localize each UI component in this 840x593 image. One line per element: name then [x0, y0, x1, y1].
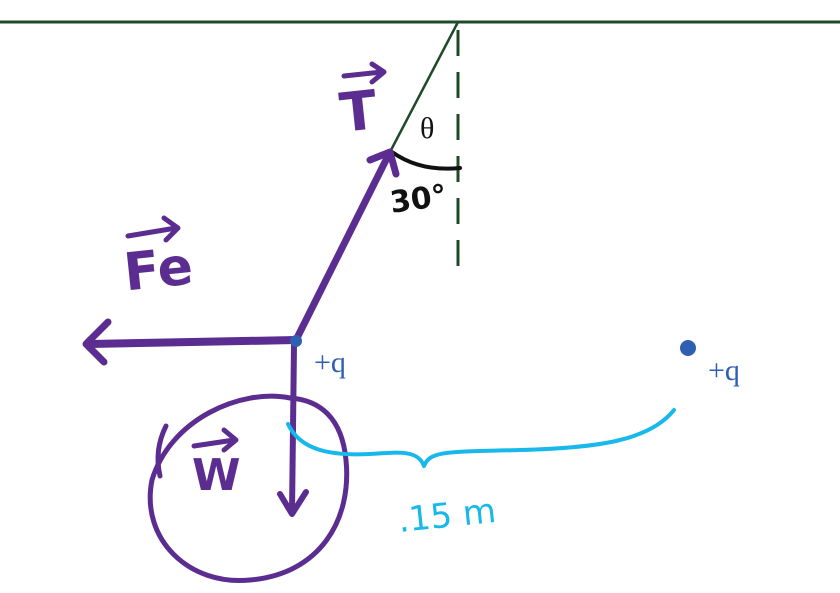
electric-force-overarrow-icon	[125, 215, 181, 243]
distance-brace	[286, 408, 676, 468]
electric-force-vector-arrowhead	[82, 318, 112, 366]
weight-highlight-circle	[147, 393, 350, 584]
weight-parenthesis-mark	[155, 423, 169, 479]
string-line	[388, 21, 460, 153]
charge-left-dot	[290, 335, 302, 347]
angle-arc	[390, 150, 462, 171]
weight-vector-shaft	[289, 342, 297, 515]
weight-vector-arrowhead	[277, 489, 309, 517]
charge-left-label: +q	[314, 346, 346, 379]
electric-force-vector-shaft	[86, 336, 300, 348]
theta-label: θ	[420, 112, 435, 145]
weight-label: W	[192, 450, 241, 501]
tension-overarrow-icon	[341, 61, 387, 85]
tension-label: T	[336, 78, 381, 145]
electric-force-label: Fe	[121, 236, 196, 304]
charge-right-dot	[680, 340, 696, 356]
tension-vector-arrowhead	[366, 148, 400, 178]
weight-overarrow-icon	[191, 427, 239, 453]
charge-right-label: +q	[708, 354, 740, 387]
tension-vector-shaft	[292, 152, 392, 344]
